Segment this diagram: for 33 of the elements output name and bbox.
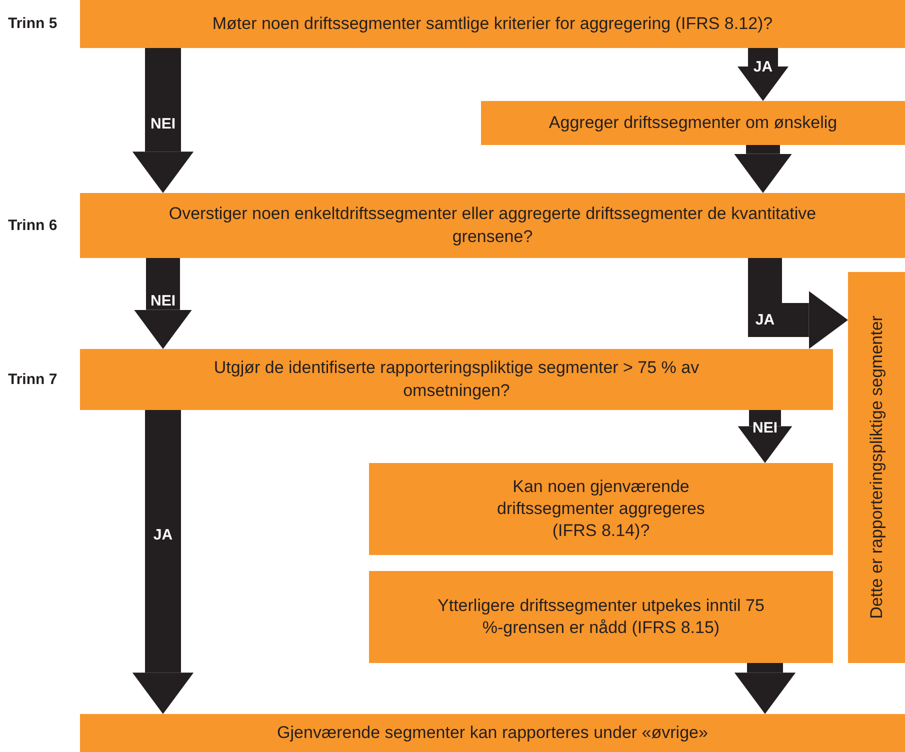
process-box [80, 349, 833, 410]
block-arrow [734, 145, 792, 193]
block-arrow [132, 48, 194, 193]
process-box [481, 101, 905, 145]
step-label: Trinn 7 [8, 369, 58, 390]
box-text: Ytterligere driftssegmenter utpekes inntil 75 %-grensen er nådd (IFRS 8.15) [436, 594, 766, 639]
process-box [80, 193, 905, 258]
edge-label: JA [753, 60, 773, 74]
step-label: Trinn 6 [8, 215, 58, 236]
edge-label: NEI [150, 294, 176, 308]
process-box [80, 714, 905, 752]
edge-label: JA [153, 528, 173, 542]
block-arrow [738, 410, 792, 463]
step-label: Trinn 5 [8, 14, 58, 34]
process-box [369, 463, 833, 555]
box-text: Møter noen driftssegmenter samtlige kriterier for aggregering (IFRS 8.12)? [212, 12, 773, 35]
box-text: Overstiger noen enkeltdriftssegmenter eller aggregerte driftssegmenter de kvantitative grensene? [168, 203, 818, 248]
box-text: Kan noen gjenværende driftssegmenter aggregeres (IFRS 8.14)? [496, 476, 706, 542]
process-box [80, 0, 905, 48]
edge-label: NEI [150, 116, 176, 132]
edge-label: JA [755, 312, 775, 328]
box-text: Dette er rapporteringspliktige segmenter [866, 314, 886, 622]
block-arrow [734, 663, 796, 714]
process-box [848, 272, 905, 663]
block-arrow [738, 48, 788, 101]
box-text: Gjenværende segmenter kan rapporteres under «øvrige» [277, 722, 708, 744]
box-text: Utgjør de identifiserte rapporteringspliktige segmenter > 75 % av omsetningen? [212, 357, 700, 402]
block-arrow [132, 410, 194, 714]
block-arrow [748, 258, 848, 349]
block-arrow [134, 258, 192, 349]
box-text: Aggreger driftssegmenter om ønskelig [548, 112, 838, 134]
process-box [369, 571, 833, 663]
edge-label: NEI [752, 420, 778, 436]
